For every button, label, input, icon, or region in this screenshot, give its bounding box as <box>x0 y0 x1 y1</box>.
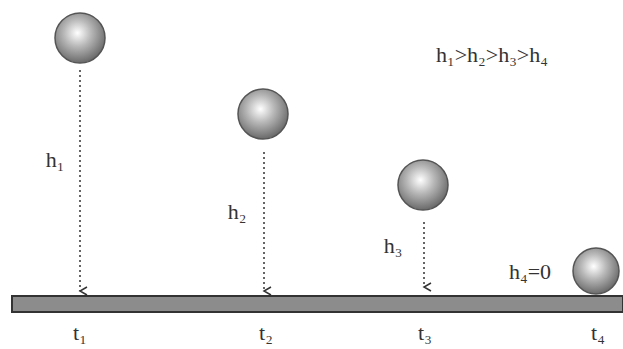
time-label: t₁ <box>73 322 87 344</box>
ball <box>573 248 619 294</box>
time-label: t₄ <box>591 322 605 344</box>
time-label: t₃ <box>418 322 432 344</box>
ball <box>238 89 288 139</box>
height-arrow <box>263 152 265 291</box>
ground-bar <box>12 296 623 312</box>
time-label: t₂ <box>259 322 273 344</box>
height-label: h₄=0 <box>509 261 551 283</box>
height-label: h₃ <box>384 235 403 257</box>
height-label: h₁ <box>46 149 65 171</box>
ball <box>398 160 448 210</box>
height-arrow <box>423 222 425 287</box>
height-label: h₂ <box>228 201 247 223</box>
ball <box>55 13 105 63</box>
height-arrow <box>79 70 81 291</box>
height-relation: h₁>h₂>h₃>h₄ <box>436 44 548 66</box>
